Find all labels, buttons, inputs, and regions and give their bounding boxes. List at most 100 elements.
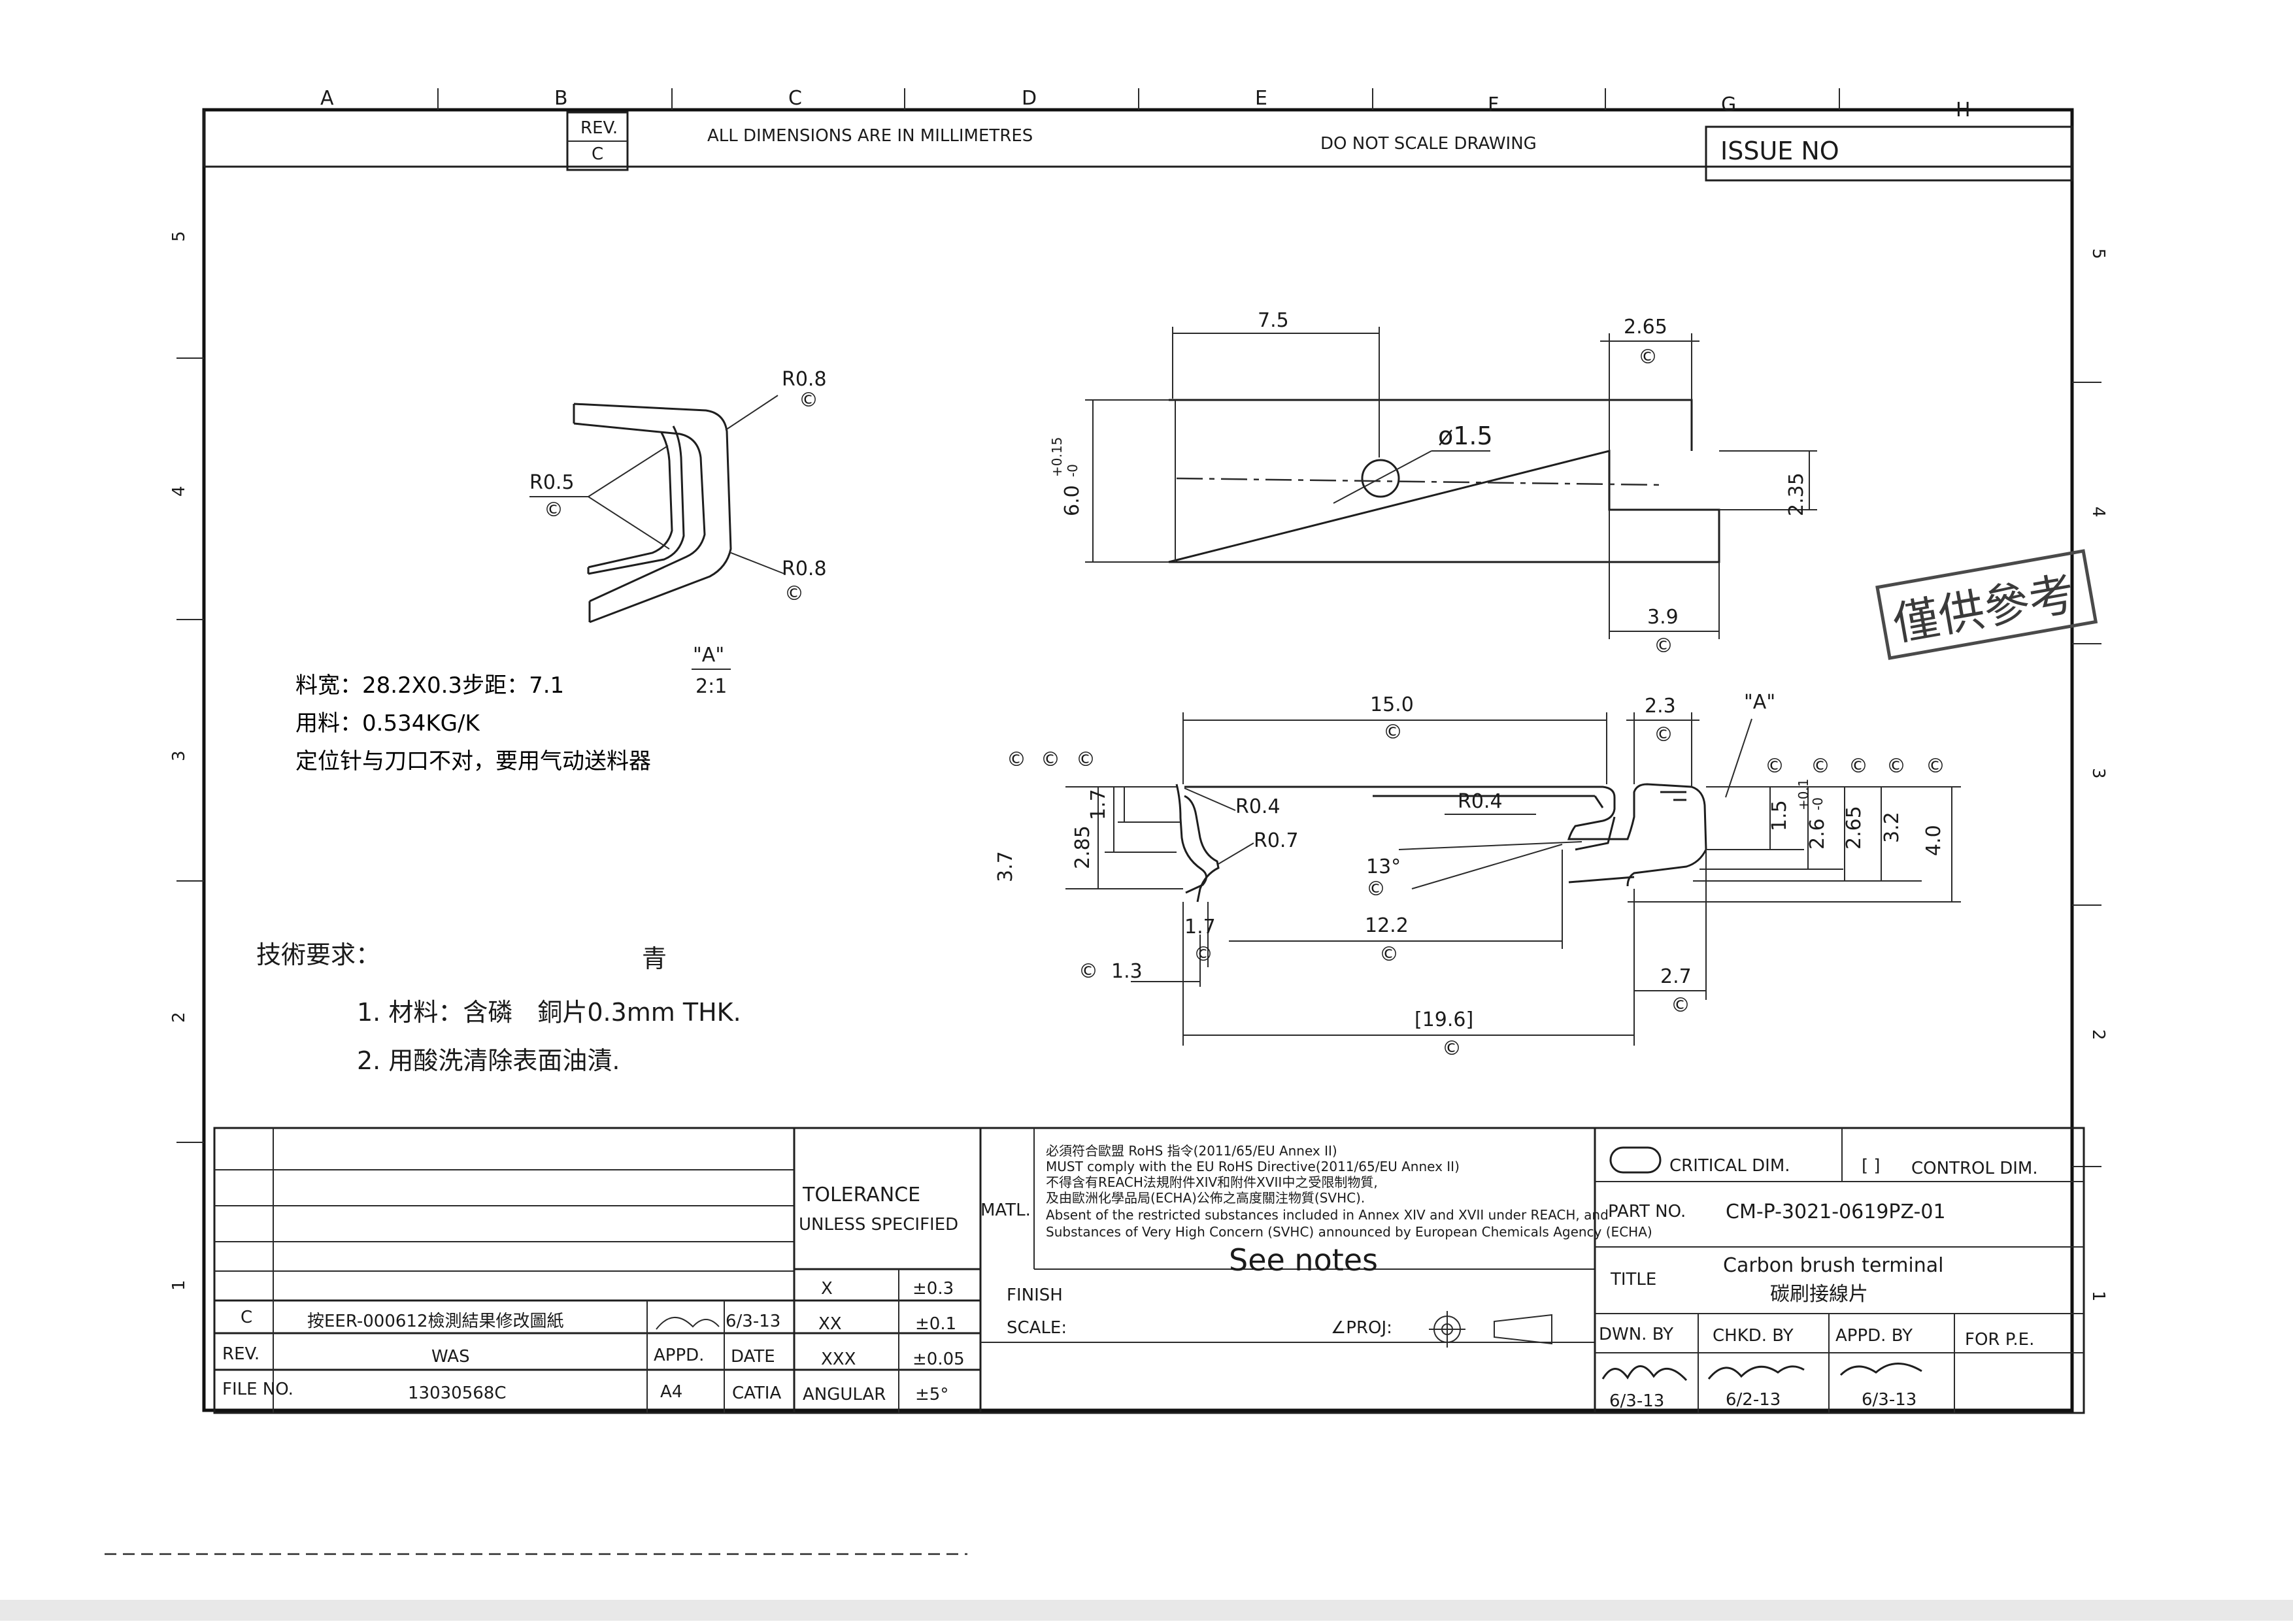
dim-label: R0.4 [1458, 790, 1503, 813]
tolerance-x-value: ±0.3 [912, 1279, 954, 1299]
unless-specified-label: UNLESS SPECIFIED [799, 1215, 958, 1235]
signature [1839, 1363, 1922, 1376]
tolerance-xxx-value: ±0.05 [912, 1350, 965, 1369]
appd-label: APPD. [654, 1346, 704, 1365]
zone-letter: E [1255, 87, 1267, 110]
tolerance-x: X [821, 1279, 833, 1299]
dim-label: 1.7 [1087, 789, 1110, 820]
zone-number: 4 [169, 486, 189, 497]
critical-dim-symbol [1609, 1146, 1662, 1174]
svg-text:©: © [1383, 721, 1403, 744]
zone-number: 2 [169, 1012, 189, 1023]
dim-label: ø1.5 [1438, 422, 1493, 450]
zone-letter: A [320, 87, 334, 110]
dim-label: 3.7 [994, 851, 1017, 882]
rev-label: REV. [222, 1344, 259, 1364]
svg-text:©: © [1007, 748, 1026, 771]
svg-text:©: © [1079, 960, 1098, 983]
dim-label: R0.8 [782, 368, 827, 391]
dim-label: 2.85 [1071, 825, 1094, 869]
dim-label: 2.7 [1660, 965, 1692, 988]
tolerance-label: TOLERANCE [802, 1184, 920, 1206]
matl-value: See notes [1229, 1242, 1378, 1278]
dim-label: [19.6] [1414, 1008, 1473, 1031]
tech-item: 2. 用酸洗清除表面油漬. [357, 1046, 620, 1075]
date-label: DATE [731, 1347, 775, 1367]
dim-label: 2.65 [1843, 806, 1866, 850]
zone-number: 1 [169, 1280, 189, 1291]
projection-symbol [1429, 1311, 1552, 1348]
svg-text:©: © [1765, 755, 1784, 778]
part-no-value: CM-P-3021-0619PZ-01 [1726, 1201, 1946, 1223]
zone-letter: F [1488, 93, 1499, 116]
angular-value: ±5° [915, 1385, 948, 1404]
scan-border [0, 1600, 2293, 1621]
title-en: Carbon brush terminal [1723, 1254, 1944, 1277]
tech-heading: 技術要求： [256, 940, 380, 969]
sheet-frame [176, 88, 2101, 1412]
zone-number: 3 [2088, 768, 2108, 779]
dim-label: 1.3 [1111, 960, 1143, 983]
zone-number: 5 [2088, 248, 2108, 259]
svg-text:©: © [1076, 748, 1096, 771]
detail-a-view: R0.8 © R0.5 © R0.8 © "A" 2:1 [529, 368, 827, 698]
zone-number: 4 [2088, 506, 2108, 518]
dim-label: 15.0 [1370, 693, 1414, 716]
units-note: ALL DIMENSIONS ARE IN MILLIMETRES [707, 126, 1033, 146]
svg-text:[ ]: [ ] [1862, 1156, 1881, 1176]
rev-value: C [592, 144, 603, 164]
file-no-label: FILE NO. [222, 1380, 293, 1399]
dim-label: R0.4 [1235, 795, 1280, 818]
dim-label: 1.7 [1184, 916, 1216, 938]
zone-letter: D [1022, 87, 1037, 110]
zone-letters: A B C D E F G H [320, 87, 1971, 122]
tolerance-xx: XX [818, 1314, 842, 1334]
dim-label: R0.5 [529, 471, 575, 494]
signature [1707, 1365, 1805, 1380]
zone-letter: G [1721, 93, 1736, 116]
zone-letter: C [788, 87, 802, 110]
tech-item: 1. 材料：含磷 銅片0.3mm THK. [357, 998, 741, 1027]
svg-text:©: © [1849, 755, 1868, 778]
matl-label: MATL. [980, 1201, 1031, 1220]
zone-number: 5 [169, 231, 189, 242]
svg-text:©: © [799, 389, 818, 412]
zone-numbers: 5 4 3 2 1 5 4 3 2 1 [169, 231, 2108, 1301]
file-no-value: 13030568C [408, 1384, 507, 1403]
rohs-line: Absent of the restricted substances incl… [1046, 1207, 1609, 1223]
svg-text:©: © [1654, 635, 1673, 657]
rev-row-rev: C [241, 1308, 252, 1327]
dim-label: 4.0 [1922, 825, 1945, 856]
tolerance-label: +0.15 [1049, 437, 1065, 477]
part-no-label: PART NO. [1608, 1202, 1686, 1221]
scale-label: SCALE: [1007, 1318, 1067, 1338]
chkd-by-label: CHKD. BY [1713, 1326, 1794, 1346]
svg-text:©: © [1886, 755, 1906, 778]
svg-text:©: © [1194, 943, 1213, 966]
detail-a-label: "A" [693, 644, 724, 667]
title-cn: 碳刷接線片 [1770, 1283, 1868, 1306]
svg-text:©: © [1442, 1037, 1462, 1060]
svg-text:©: © [784, 582, 804, 605]
reference-stamp: 僅供參考 [1875, 549, 2098, 660]
critical-dim-label: CRITICAL DIM. [1669, 1156, 1790, 1176]
dim-label: 2.6 [1806, 818, 1829, 850]
zone-letter: H [1956, 99, 1971, 122]
dim-label: 3.9 [1647, 606, 1679, 629]
dim-label: R0.7 [1254, 829, 1299, 852]
dim-label: 2.3 [1645, 695, 1676, 718]
dim-label: 12.2 [1365, 914, 1409, 937]
svg-text:©: © [1638, 346, 1658, 369]
note-line: 定位针与刀口不对，要用气动送料器 [295, 748, 651, 774]
rohs-line: 必須符合歐盟 RoHS 指令(2011/65/EU Annex II) [1046, 1143, 1337, 1159]
rohs-line: 及由歐洲化學品局(ECHA)公佈之高度關注物質(SVHC). [1046, 1190, 1365, 1206]
appd-by-label: APPD. BY [1835, 1326, 1913, 1346]
dim-label: R0.8 [782, 557, 827, 580]
detail-a-scale: 2:1 [695, 675, 727, 698]
rohs-line: 不得含有REACH法規附件XIV和附件XVII中之受限制物質, [1046, 1174, 1378, 1190]
svg-text:©: © [1926, 755, 1945, 778]
rev-label: REV. [580, 118, 618, 138]
svg-text:©: © [1041, 748, 1060, 771]
angular-label: ANGULAR [803, 1385, 886, 1404]
